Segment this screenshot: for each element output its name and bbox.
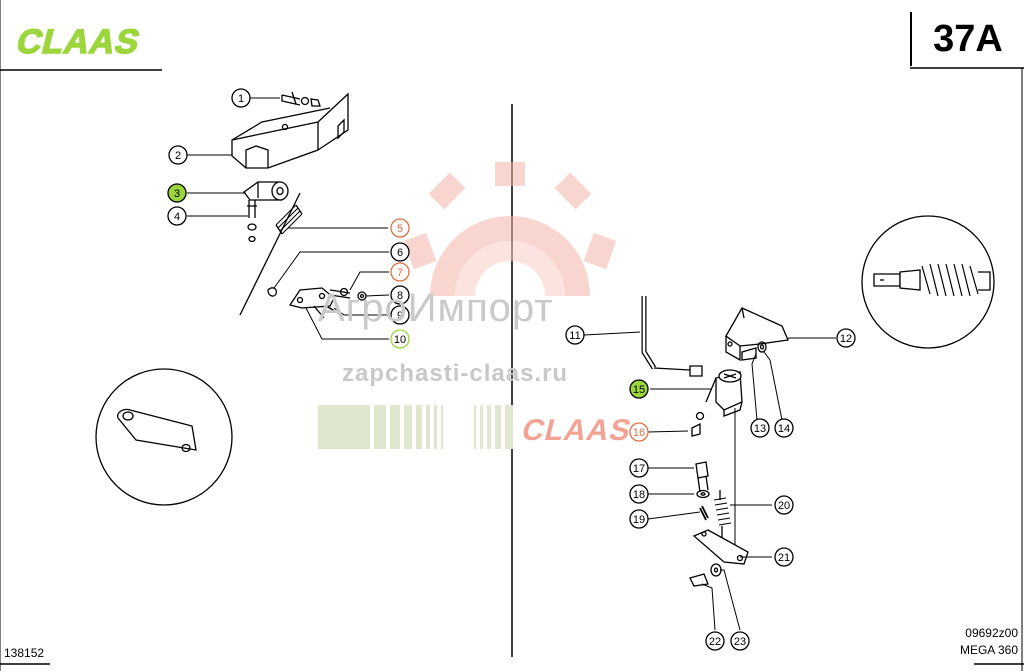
claas-logo: CLAAS bbox=[12, 24, 145, 58]
callout-label: 12 bbox=[840, 333, 852, 345]
callout-4: 4 bbox=[167, 206, 187, 226]
right-assembly bbox=[641, 215, 995, 587]
callout-11: 11 bbox=[565, 325, 585, 345]
callout-label: 8 bbox=[397, 290, 403, 302]
callout-21: 21 bbox=[774, 547, 794, 567]
callout-label: 16 bbox=[633, 427, 645, 439]
callout-7: 7 bbox=[390, 262, 410, 282]
callout-label: 20 bbox=[778, 500, 790, 512]
callout-label: 21 bbox=[778, 552, 790, 564]
callout-14: 14 bbox=[774, 418, 794, 438]
callout-label: 13 bbox=[754, 423, 766, 435]
watermark-bars bbox=[318, 405, 513, 449]
callout-2: 2 bbox=[168, 145, 188, 165]
left-assembly bbox=[95, 91, 367, 506]
callout-18: 18 bbox=[629, 484, 649, 504]
callout-19: 19 bbox=[629, 509, 649, 529]
drawing-code: 138152 bbox=[4, 646, 45, 660]
claas-logo-text: CLAAS bbox=[13, 24, 144, 58]
reference-block: 09692z00 MEGA 360 bbox=[960, 625, 1018, 659]
callout-23: 23 bbox=[730, 631, 750, 651]
reference-code: 09692z00 bbox=[965, 626, 1018, 640]
callout-label: 15 bbox=[633, 384, 645, 396]
callout-label: 5 bbox=[397, 223, 403, 235]
leader-lines bbox=[187, 97, 836, 631]
callout-1: 1 bbox=[231, 88, 251, 108]
callout-label: 4 bbox=[174, 211, 180, 223]
callout-8: 8 bbox=[390, 285, 410, 305]
callout-17: 17 bbox=[629, 458, 649, 478]
model-name: MEGA 360 bbox=[959, 643, 1018, 657]
svg-text:CLAAS: CLAAS bbox=[519, 413, 636, 446]
callout-22: 22 bbox=[705, 631, 725, 651]
callout-16: 16 bbox=[629, 422, 649, 442]
callout-label: 9 bbox=[397, 310, 403, 322]
callout-15: 15 bbox=[629, 379, 649, 399]
callout-label: 10 bbox=[394, 334, 406, 346]
callout-label: 23 bbox=[734, 636, 746, 648]
callout-label: 19 bbox=[633, 514, 645, 526]
callout-label: 11 bbox=[569, 330, 580, 342]
callout-12: 12 bbox=[836, 328, 856, 348]
callout-label: 22 bbox=[709, 636, 721, 648]
callout-label: 1 bbox=[238, 93, 244, 105]
callout-6: 6 bbox=[390, 242, 410, 262]
callout-label: 17 bbox=[633, 463, 645, 475]
callout-label: 18 bbox=[633, 489, 645, 501]
watermark-company: АгроИмпорт bbox=[318, 286, 554, 330]
callout-5: 5 bbox=[390, 218, 410, 238]
callout-3: 3 bbox=[167, 183, 187, 203]
page-number: 37A bbox=[910, 12, 1024, 66]
callout-13: 13 bbox=[750, 418, 770, 438]
callout-label: 2 bbox=[175, 150, 181, 162]
watermark-gear bbox=[403, 162, 617, 296]
callout-label: 7 bbox=[397, 267, 403, 279]
watermark-claas: CLAAS bbox=[519, 413, 636, 446]
callout-20: 20 bbox=[774, 495, 794, 515]
callout-10: 10 bbox=[390, 329, 410, 349]
callout-9: 9 bbox=[390, 305, 410, 325]
callout-label: 14 bbox=[778, 423, 790, 435]
watermark-site: zapchasti-claas.ru bbox=[342, 360, 569, 387]
callout-label: 3 bbox=[174, 188, 180, 200]
callout-label: 6 bbox=[397, 247, 403, 259]
